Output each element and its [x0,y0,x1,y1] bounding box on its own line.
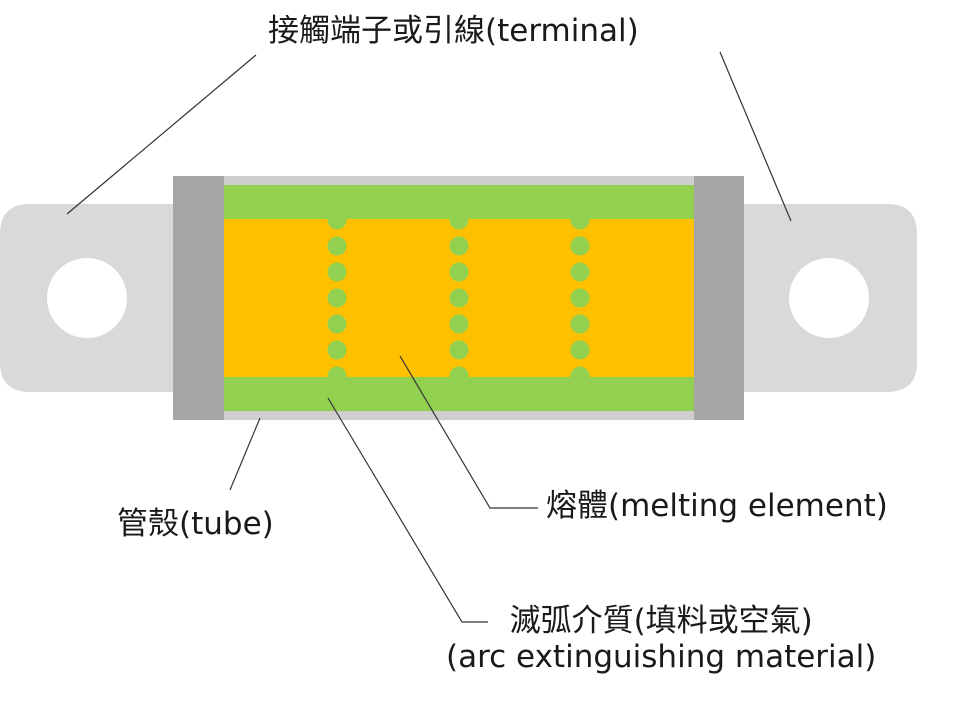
terminal-right-hole [789,258,869,338]
perforation-hole [570,366,590,386]
arc-material-label-line2: (arc extinguishing material) [446,638,877,675]
terminal-label: 接觸端子或引線(terminal) [268,13,639,49]
perforation-hole [570,314,590,334]
perforation-hole [327,314,347,334]
perforation-hole [449,236,469,256]
leader-arc-material [327,397,488,623]
perforation-hole [570,210,590,230]
end-cap-right [694,176,744,420]
melting-element-perforations [327,210,590,386]
leader-terminal-right [719,51,792,222]
perforation-hole [449,366,469,386]
perforation-hole [327,288,347,308]
perforation-hole [449,210,469,230]
end-cap-left [173,176,224,420]
perforation-hole [327,340,347,360]
terminal-left-hole [47,258,127,338]
perforation-hole [327,262,347,282]
leader-terminal-left [66,54,257,215]
perforation-hole [570,340,590,360]
arc-material-label-line1: 滅弧介質(填料或空氣) [509,603,813,639]
perforation-hole [570,236,590,256]
perforation-hole [570,288,590,308]
perforation-hole [449,288,469,308]
perforation-hole [449,262,469,282]
perforation-hole [449,340,469,360]
melting-element-label: 熔體(melting element) [546,488,888,524]
perforation-hole [449,314,469,334]
perforation-hole [327,366,347,386]
tube-label: 管殼(tube) [117,506,274,542]
arc-material-label: 滅弧介質(填料或空氣) (arc extinguishing material) [446,603,877,675]
leader-melting-element [399,355,538,509]
perforation-hole [327,236,347,256]
perforation-hole [570,262,590,282]
leader-tube [229,417,261,491]
perforation-hole [327,210,347,230]
